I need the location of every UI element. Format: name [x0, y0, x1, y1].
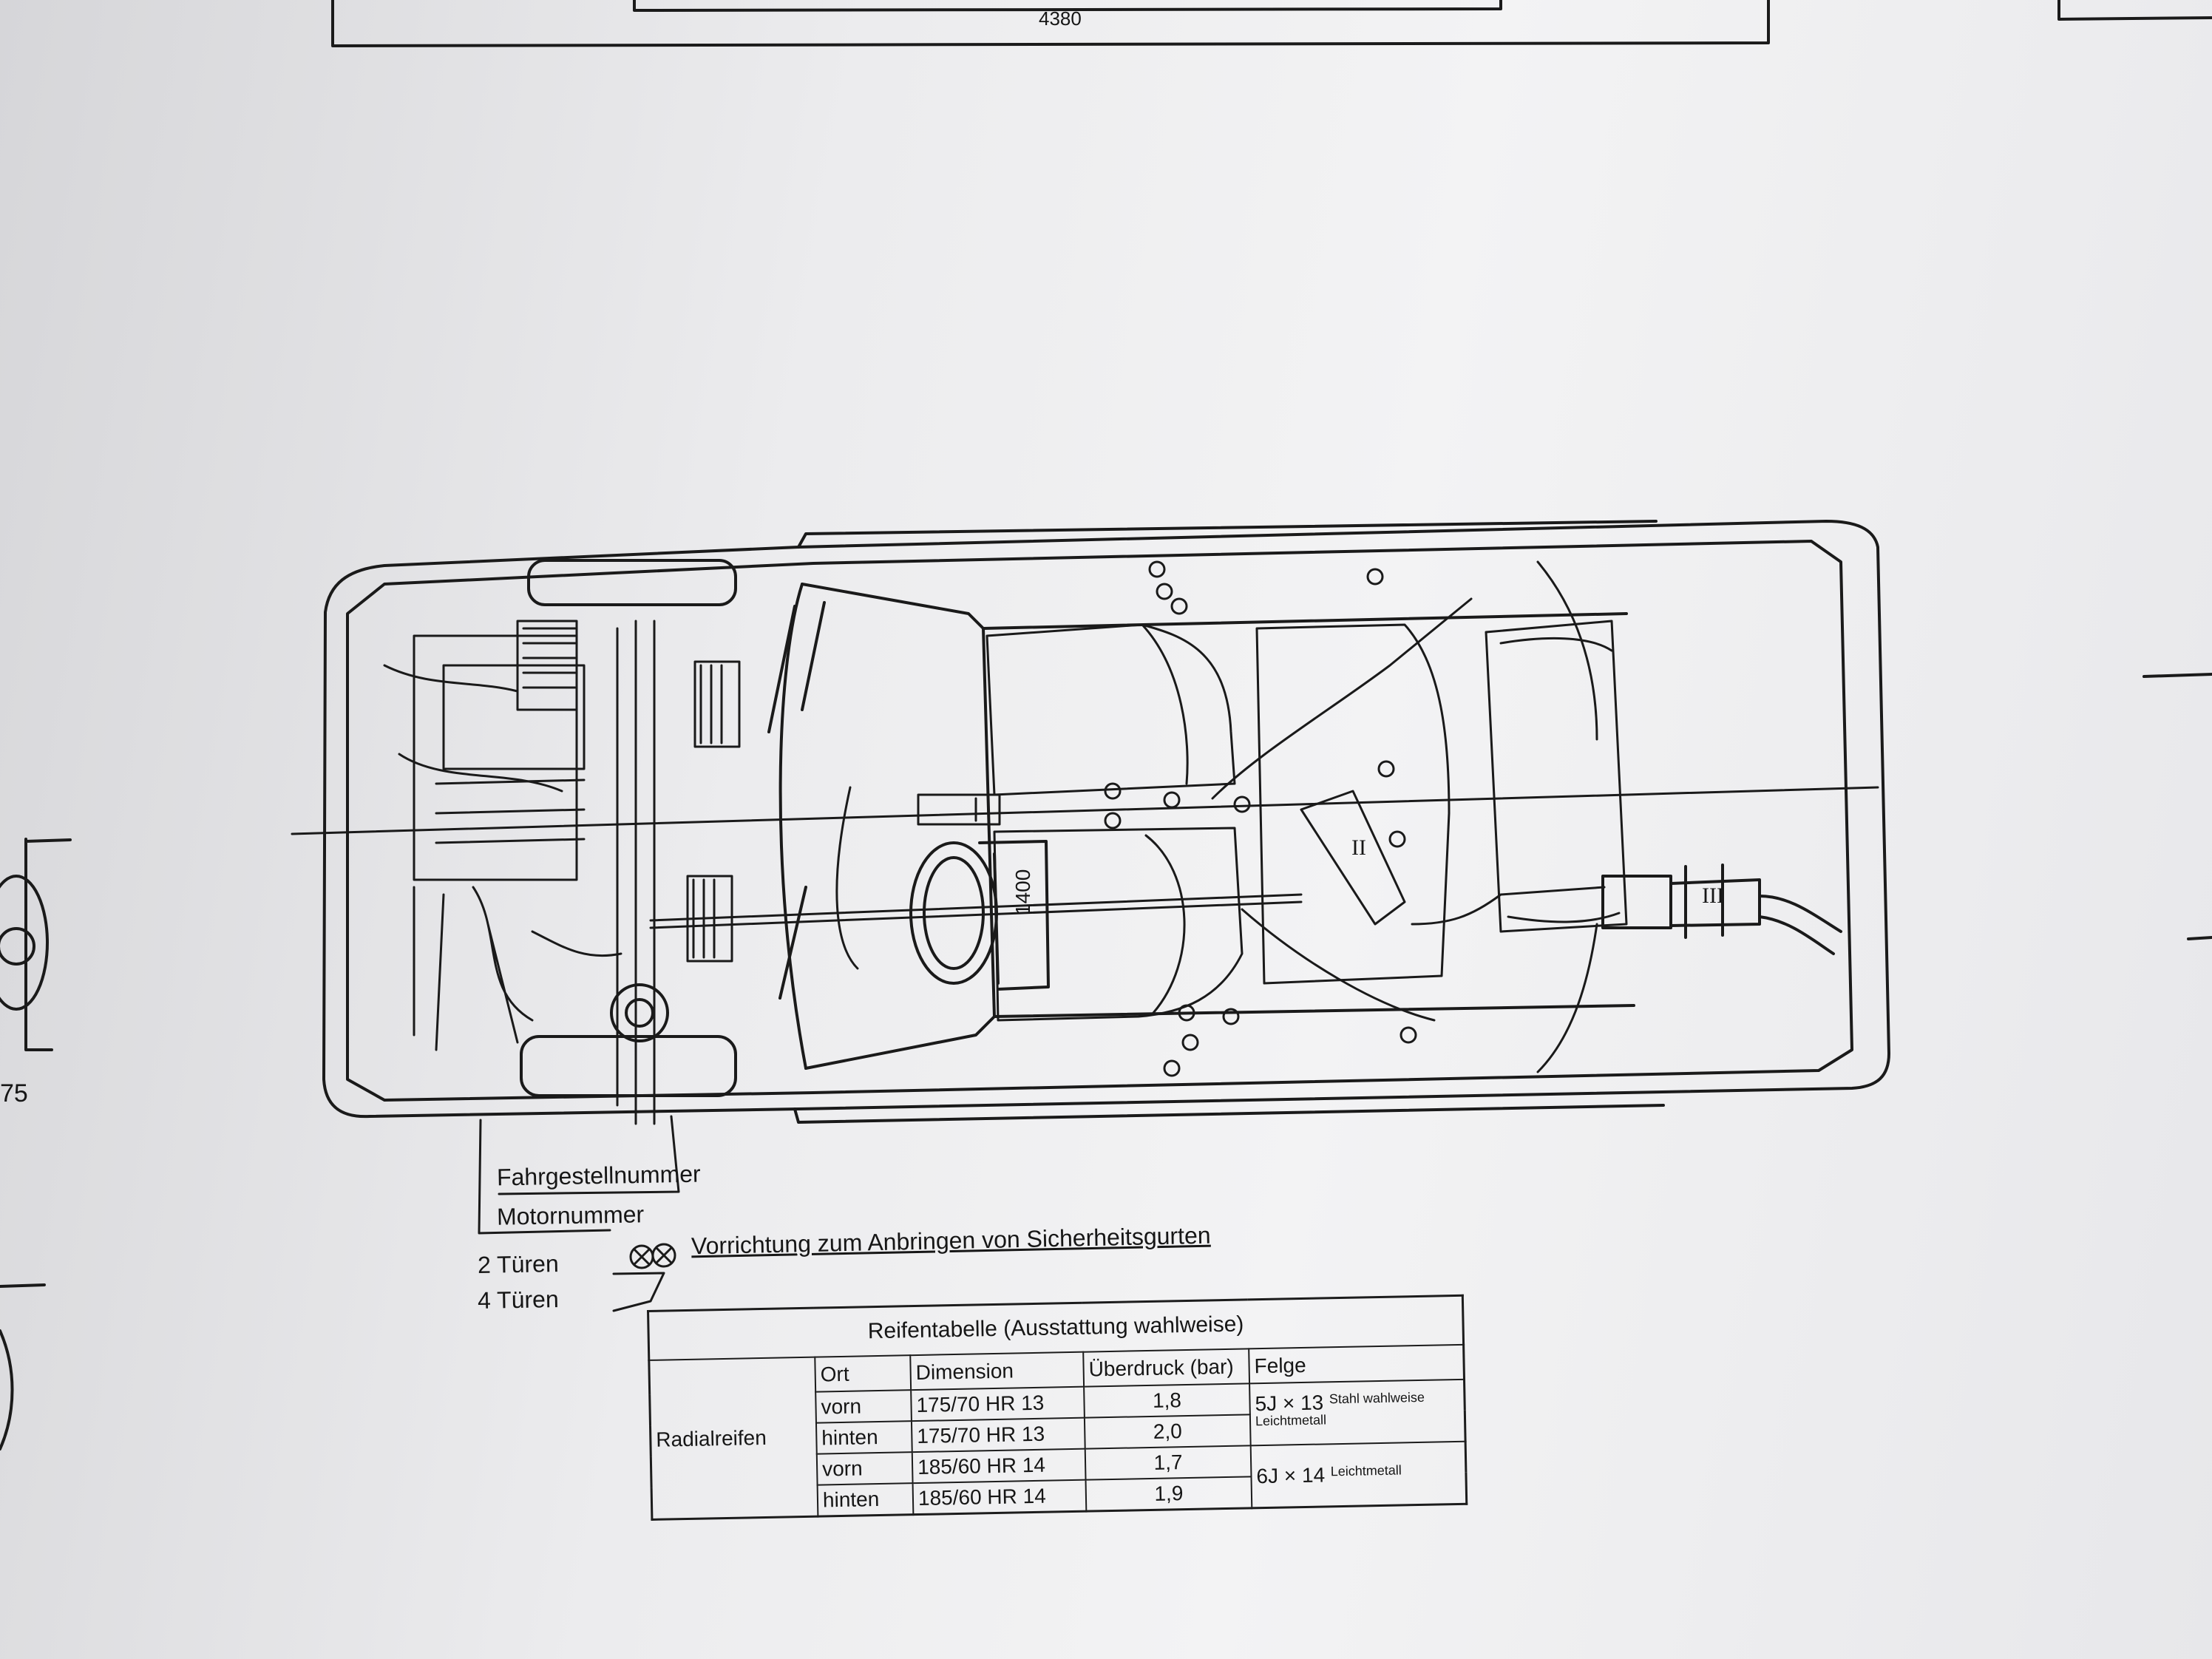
header-dimension: Dimension: [910, 1352, 1085, 1390]
row-position: hinten: [815, 1420, 912, 1454]
row-pressure: 1,7: [1085, 1445, 1252, 1480]
row-dimension: 175/70 HR 13: [911, 1417, 1085, 1453]
car-body-outline: [322, 520, 1890, 1124]
rim-size: 5J × 13: [1255, 1391, 1324, 1416]
center-dimension: 1400: [1011, 869, 1034, 915]
rim-cell: 5J × 13 Stahl wahlweise Leichtmetall: [1249, 1379, 1466, 1446]
rim-cell: 6J × 14 Leichtmetall: [1250, 1441, 1467, 1508]
two-doors-label: 2 Türen: [477, 1250, 560, 1278]
tire-table-container: Reifentabelle (Ausstattung wahlweise) Ra…: [647, 1294, 1468, 1521]
steering-wheel: [909, 840, 1050, 991]
chassis-number-label: Fahrgestellnummer: [496, 1160, 701, 1191]
overall-length-dimension: 4380: [1039, 7, 1082, 30]
row-pressure: 1,8: [1084, 1383, 1250, 1418]
header-rim: Felge: [1249, 1345, 1465, 1384]
tire-type-cell: Radialreifen: [648, 1357, 818, 1520]
row-position: vorn: [816, 1452, 913, 1485]
tire-table: Reifentabelle (Ausstattung wahlweise) Ra…: [647, 1294, 1468, 1521]
row-pressure: 1,9: [1085, 1476, 1252, 1512]
header-pressure: Überdruck (bar): [1083, 1348, 1250, 1387]
right-side-marks: [2143, 673, 2212, 940]
row-dimension: 185/60 HR 14: [912, 1479, 1087, 1515]
row-position: vorn: [815, 1389, 912, 1423]
four-doors-label: 4 Türen: [477, 1286, 560, 1314]
rear-axle-tank: [1211, 560, 1628, 1073]
rear-seat-area: [1255, 623, 1451, 985]
rim-note: Leichtmetall: [1330, 1462, 1402, 1479]
row-dimension: 175/70 HR 13: [911, 1386, 1085, 1421]
side-view-dimension: 75: [0, 1079, 28, 1107]
left-side-view: [0, 838, 72, 1451]
exhaust-silencer: [1601, 864, 1842, 955]
drive-line: [291, 786, 1879, 970]
row-pressure: 2,0: [1084, 1414, 1251, 1449]
rim-size: 6J × 14: [1256, 1463, 1326, 1488]
front-seats: [985, 623, 1244, 1022]
marker-two: II: [1351, 835, 1366, 860]
cabin-frame: [767, 583, 1635, 1070]
label-leader-lines: [478, 1115, 680, 1312]
row-dimension: 185/60 HR 14: [912, 1448, 1086, 1484]
header-position: Ort: [815, 1355, 912, 1392]
row-position: hinten: [817, 1483, 914, 1517]
top-dimension-frame: [331, 0, 2212, 47]
front-wheels: [520, 559, 737, 1097]
engine-number-label: Motornummer: [496, 1201, 645, 1230]
seatbelt-anchor-points: [1104, 560, 1417, 1077]
marker-three: III: [1702, 883, 1724, 908]
engine-bay: [383, 620, 741, 1125]
seatbelt-symbol-icon: [629, 1243, 676, 1269]
